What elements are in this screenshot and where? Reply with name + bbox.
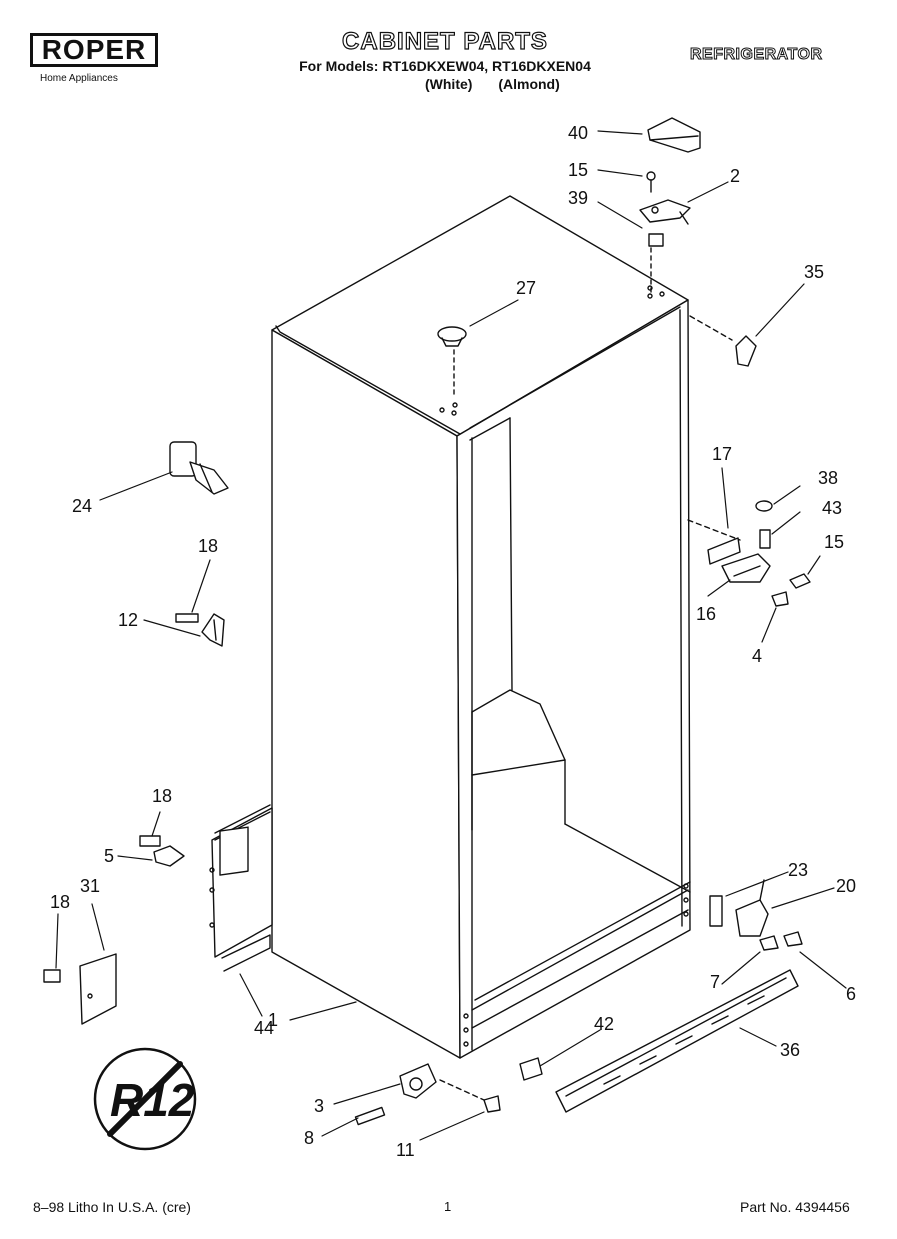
model-variants: (White) (Almond)	[425, 76, 582, 92]
callout-18-lower: 18	[50, 892, 70, 912]
part-40-hinge-cover	[647, 117, 701, 153]
callout-8: 8	[304, 1128, 314, 1148]
footer-litho: 8–98 Litho In U.S.A. (cre)	[33, 1199, 191, 1215]
callout-7: 7	[710, 972, 720, 992]
callout-18-upper: 18	[198, 536, 218, 556]
part-8-pin	[354, 1106, 386, 1126]
part-24-leveling-leg	[169, 441, 229, 495]
callout-39: 39	[568, 188, 588, 208]
callout-labels: 40 15 2 39 35 27 24 17 38 43 15 16 4 18 …	[50, 123, 856, 1160]
part-36-toe-grille	[555, 969, 799, 1113]
part-12-clip	[175, 613, 225, 647]
callout-40: 40	[568, 123, 588, 143]
callout-23: 23	[788, 860, 808, 880]
callout-6: 6	[846, 984, 856, 1004]
footer-part-number: Part No. 4394456	[740, 1199, 850, 1215]
part-31-cover	[43, 953, 117, 1025]
part-43-pin	[759, 529, 771, 549]
category-label: REFRIGERATOR	[690, 46, 823, 64]
callout-31: 31	[80, 876, 100, 896]
brand-name: ROPER	[41, 34, 147, 65]
part-4-screw	[771, 591, 789, 607]
part-11-screw	[439, 1079, 501, 1113]
part-38-washer	[755, 500, 773, 512]
callout-16: 16	[696, 604, 716, 624]
part-39-hinge-shim	[648, 233, 664, 293]
models-line: For Models: RT16DKXEW04, RT16DKXEN04	[299, 58, 591, 74]
cabinet-body	[271, 195, 691, 1059]
callout-4: 4	[752, 646, 762, 666]
callout-43: 43	[822, 498, 842, 518]
part-6-screw	[783, 931, 803, 947]
callout-42: 42	[594, 1014, 614, 1034]
callout-15-mid: 15	[824, 532, 844, 552]
callout-15-top: 15	[568, 160, 588, 180]
part-3-roller-bracket	[399, 1063, 437, 1099]
part-15-screw	[789, 573, 811, 589]
part-7-screw	[759, 935, 779, 951]
footer-page-number: 1	[444, 1199, 452, 1214]
callout-20: 20	[836, 876, 856, 896]
callout-3: 3	[314, 1096, 324, 1116]
part-44-side-bracket	[209, 804, 273, 972]
callout-36: 36	[780, 1040, 800, 1060]
variant-white: (White)	[425, 76, 473, 92]
brand-tagline: Home Appliances	[40, 73, 118, 84]
callout-35: 35	[804, 262, 824, 282]
part-17-hinge-shim	[687, 519, 741, 565]
callout-17: 17	[712, 444, 732, 464]
part-27-plug	[437, 326, 467, 399]
callout-44: 44	[254, 1018, 274, 1038]
callout-11: 11	[396, 1140, 415, 1160]
no-r12-badge: R12	[93, 1047, 197, 1151]
callout-2: 2	[730, 166, 740, 186]
part-2-top-hinge	[639, 171, 691, 225]
leader-lines	[55, 130, 847, 1141]
part-5-bracket	[139, 835, 185, 867]
part-23-hinge-shim	[709, 895, 723, 927]
roper-logo: ROPER	[30, 33, 158, 67]
variant-almond: (Almond)	[498, 76, 560, 92]
callout-12: 12	[118, 610, 138, 630]
callout-5: 5	[104, 846, 114, 866]
part-42-clip	[519, 1057, 543, 1081]
callout-27: 27	[516, 278, 536, 298]
part-20-bottom-hinge	[735, 879, 769, 937]
callout-18-mid: 18	[152, 786, 172, 806]
part-35-bracket	[689, 315, 757, 367]
callout-24: 24	[72, 496, 92, 516]
page-title: CABINET PARTS	[341, 27, 548, 55]
callout-38: 38	[818, 468, 838, 488]
callout-1: 1	[268, 1010, 278, 1030]
part-16-center-hinge	[721, 553, 771, 583]
